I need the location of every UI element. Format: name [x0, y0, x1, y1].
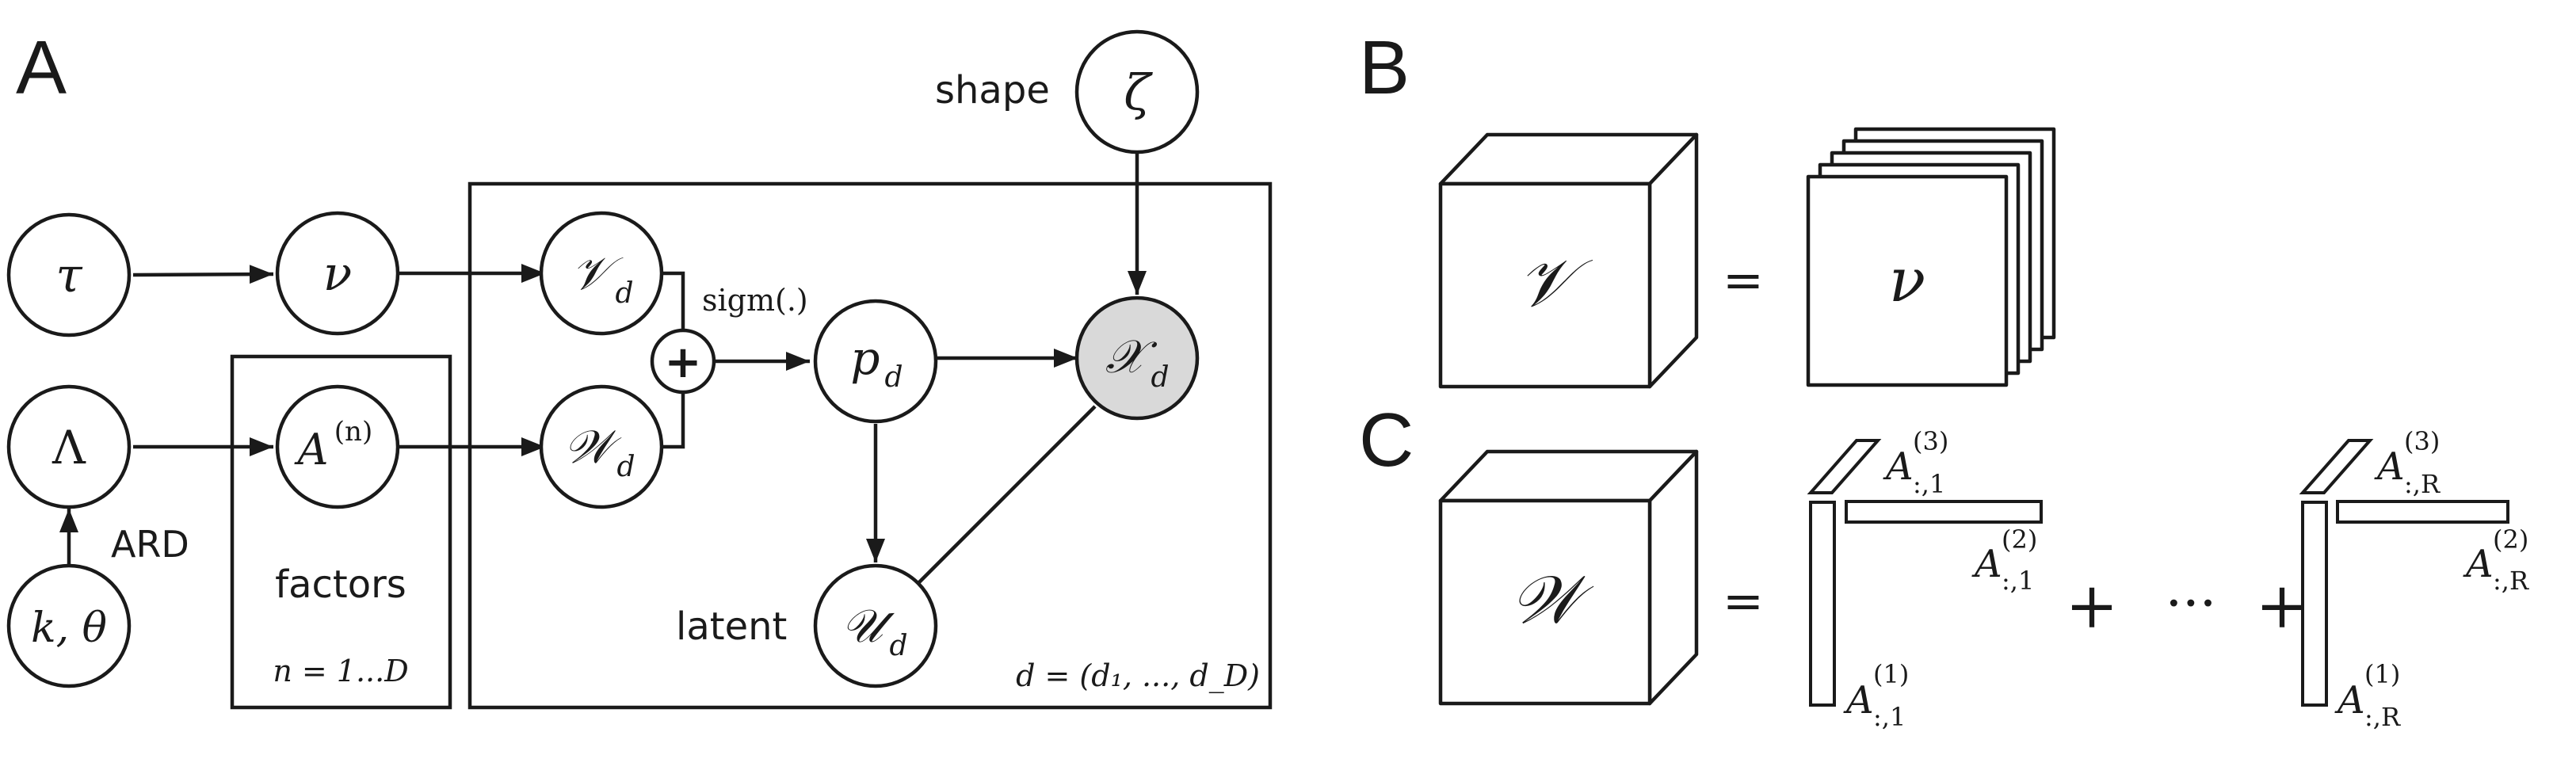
a2-1-sub: :,1 — [2002, 566, 2034, 596]
a3-1-base: A — [1883, 444, 1914, 489]
node-p-d: p d — [813, 299, 938, 424]
equals-c: = — [1723, 572, 1764, 630]
factors-label: factors — [275, 562, 406, 607]
panel-label-c: C — [1359, 398, 1414, 482]
u-d-sub: d — [889, 630, 907, 662]
latent-label: latent — [676, 604, 787, 649]
node-lambda: Λ — [6, 384, 132, 509]
plus-symbol: + — [665, 337, 702, 388]
a3-r-base: A — [2374, 444, 2405, 489]
slice-stack: ν — [1806, 127, 2056, 387]
panel-c: C 𝒲 = A (3) :,1 A (2) :,1 A (1) :,1 + ··… — [1359, 398, 2529, 732]
tensor-w-cube: 𝒲 — [1438, 449, 1699, 706]
a2-1-base: A — [1971, 542, 2002, 586]
equals-b: = — [1723, 251, 1764, 309]
shape-label: shape — [935, 68, 1050, 112]
factor-bar-mode2-col1 — [1845, 500, 2043, 524]
factors-plate-index: n = 1...D — [273, 654, 408, 688]
rank1-term-r: A (3) :,R A (2) :,R A (1) :,R — [2299, 426, 2529, 732]
factor-bar-mode3-col1 — [1807, 439, 1882, 494]
k-theta-symbol: k, θ — [31, 604, 107, 652]
plus-term-2: + — [2255, 569, 2308, 642]
factors-plate — [230, 354, 452, 710]
v-d-sub: d — [615, 277, 633, 310]
a3-1-sub: :,1 — [1913, 469, 1945, 499]
node-nu: ν — [275, 211, 400, 336]
nu-symbol: ν — [323, 246, 352, 302]
tensor-v-cube: 𝒱 — [1438, 132, 1699, 389]
a1-r-sub: :,R — [2364, 702, 2401, 732]
a3-r-sub: :,R — [2404, 469, 2441, 499]
ellipsis: ··· — [2166, 573, 2217, 635]
sigm-label: sigm(.) — [702, 283, 808, 318]
edge-wd-plus — [659, 392, 685, 449]
node-tau: τ — [6, 212, 132, 337]
ard-label: ARD — [111, 523, 189, 566]
node-plus: + — [650, 328, 716, 395]
node-k-theta: k, θ — [6, 563, 132, 688]
p-d-base: p — [850, 331, 880, 385]
a2-r-sub: :,R — [2493, 566, 2529, 596]
a3-r-sup: (3) — [2404, 426, 2440, 456]
data-plate-index: d = (d₁, ..., d_D) — [1016, 658, 1260, 694]
edge-xd-ud — [916, 405, 1097, 585]
a1-r-sup: (1) — [2364, 659, 2400, 689]
zeta-symbol: ζ — [1124, 63, 1153, 121]
factor-bar-mode1-colR — [2301, 501, 2328, 707]
a2-r-sup: (2) — [2493, 524, 2528, 555]
node-w-d: 𝒲 d — [539, 384, 664, 509]
panel-b: B 𝒱 = ν — [1359, 25, 2056, 389]
tau-symbol: τ — [55, 248, 82, 303]
edge-vd-plus — [659, 271, 685, 333]
w-d-sub: d — [616, 451, 635, 483]
a-n-sup: (n) — [334, 416, 372, 448]
a1-1-base: A — [1843, 678, 1874, 723]
a1-r-base: A — [2334, 678, 2365, 723]
node-zeta: ζ — [1074, 29, 1200, 154]
node-a-n: A (n) — [275, 384, 400, 509]
a2-r-base: A — [2463, 542, 2494, 586]
p-d-sub: d — [884, 361, 903, 394]
node-v-d: 𝒱 d — [539, 211, 664, 336]
a1-1-sub: :,1 — [1873, 702, 1906, 732]
factor-bar-mode3-colR — [2299, 439, 2374, 494]
factor-bar-mode1-col1 — [1809, 501, 1836, 707]
a-n-base: A — [294, 425, 329, 475]
stack-nu-symbol: ν — [1889, 245, 1925, 315]
node-x-d: 𝒳 d — [1074, 295, 1200, 421]
panel-label-a: A — [16, 25, 67, 110]
a1-1-sup: (1) — [1873, 659, 1909, 689]
rank1-term-1: A (3) :,1 A (2) :,1 A (1) :,1 — [1807, 426, 2043, 732]
edge-tau-nu — [132, 265, 274, 284]
lambda-symbol: Λ — [52, 421, 86, 475]
a3-1-sup: (3) — [1913, 426, 1948, 456]
panel-a: A τ ν Λ k, θ — [6, 25, 1273, 710]
node-u-d: 𝒰 d — [813, 563, 938, 688]
a2-1-sup: (2) — [2002, 524, 2037, 555]
x-d-sub: d — [1151, 361, 1169, 394]
plus-term-1: + — [2065, 569, 2118, 642]
panel-label-b: B — [1359, 25, 1410, 110]
factor-bar-mode2-colR — [2336, 500, 2509, 524]
